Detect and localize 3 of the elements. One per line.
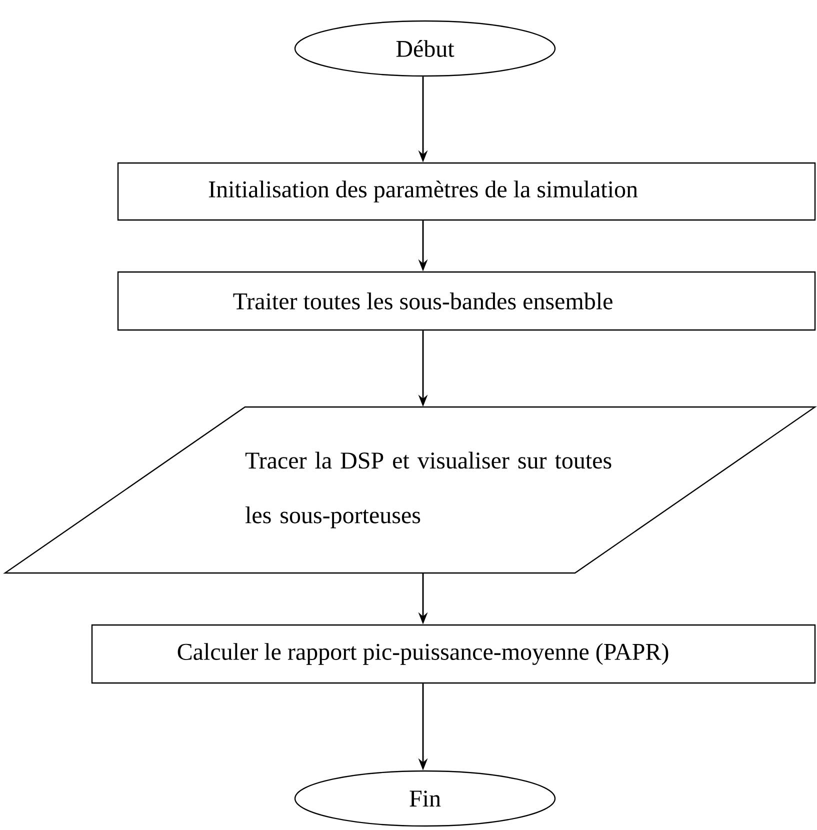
process-box: Initialisation des paramètres de la simulation (117, 162, 816, 221)
process-box: Calculer le rapport pic-puissance-moyenne (PAPR) (91, 624, 816, 684)
process-box: Traiter toutes les sous-bandes ensemble (117, 271, 816, 331)
